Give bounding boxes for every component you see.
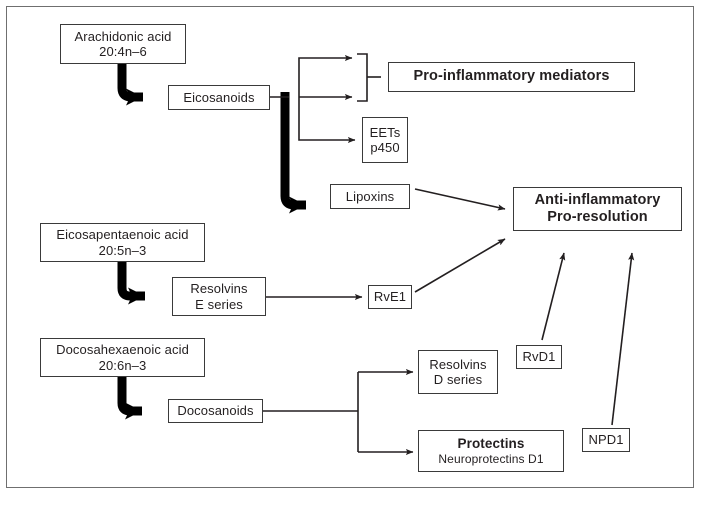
node-eicosapentaenoic-acid[interactable]: Eicosapentaenoic acid 20:5n–3: [40, 223, 205, 262]
node-label-line1: Lipoxins: [345, 188, 395, 204]
node-label-line1: Arachidonic acid: [74, 28, 172, 44]
node-pro-inflammatory-mediators[interactable]: Pro-inflammatory mediators: [388, 62, 635, 92]
node-label-line1: Resolvins: [429, 356, 487, 372]
node-label-line1: Pro-inflammatory mediators: [413, 68, 610, 85]
node-npd1[interactable]: NPD1: [582, 428, 630, 452]
node-label-line2: 20:4n–6: [99, 44, 147, 59]
node-lipoxins[interactable]: Lipoxins: [330, 184, 410, 209]
node-label-line2: 20:5n–3: [98, 242, 147, 258]
node-label-line1: EETs: [369, 124, 401, 140]
node-label-line2: E series: [195, 296, 243, 312]
node-label-line1: Resolvins: [190, 281, 248, 297]
node-label-line1: Eicosanoids: [183, 89, 255, 105]
node-label-line2: 20:6n–3: [98, 357, 147, 373]
node-label-line1: Anti-inflammatory: [534, 191, 661, 208]
node-rve1[interactable]: RvE1: [368, 285, 412, 309]
node-label-line1: RvE1: [373, 289, 407, 305]
node-anti-inflammatory-pro-resolution[interactable]: Anti-inflammatory Pro-resolution: [513, 187, 682, 231]
node-eicosanoids[interactable]: Eicosanoids: [168, 85, 270, 110]
node-protectins[interactable]: Protectins Neuroprotectins D1: [418, 430, 564, 472]
node-docosanoids[interactable]: Docosanoids: [168, 399, 263, 423]
node-resolvins-e-series[interactable]: Resolvins E series: [172, 277, 266, 316]
node-label-line1: NPD1: [588, 432, 624, 448]
node-label-line1: Docosanoids: [177, 403, 254, 419]
node-label-line1: Docosahexaenoic acid: [56, 342, 189, 358]
node-resolvins-d-series[interactable]: Resolvins D series: [418, 350, 498, 394]
node-docosahexaenoic-acid[interactable]: Docosahexaenoic acid 20:6n–3: [40, 338, 205, 377]
node-label-line2: Neuroprotectins D1: [438, 451, 544, 466]
node-rvd1[interactable]: RvD1: [516, 345, 562, 369]
node-label-line1: Protectins: [457, 435, 525, 451]
node-label-line1: Eicosapentaenoic acid: [56, 227, 189, 243]
node-label-line1: RvD1: [522, 349, 556, 365]
node-label-line2: p450: [370, 140, 400, 155]
node-label-line2: D series: [433, 372, 483, 387]
node-arachidonic-acid[interactable]: Arachidonic acid 20:4n–6: [60, 24, 186, 64]
node-label-line2: Pro-resolution: [547, 209, 648, 225]
node-eets-p450[interactable]: EETs p450: [362, 117, 408, 163]
